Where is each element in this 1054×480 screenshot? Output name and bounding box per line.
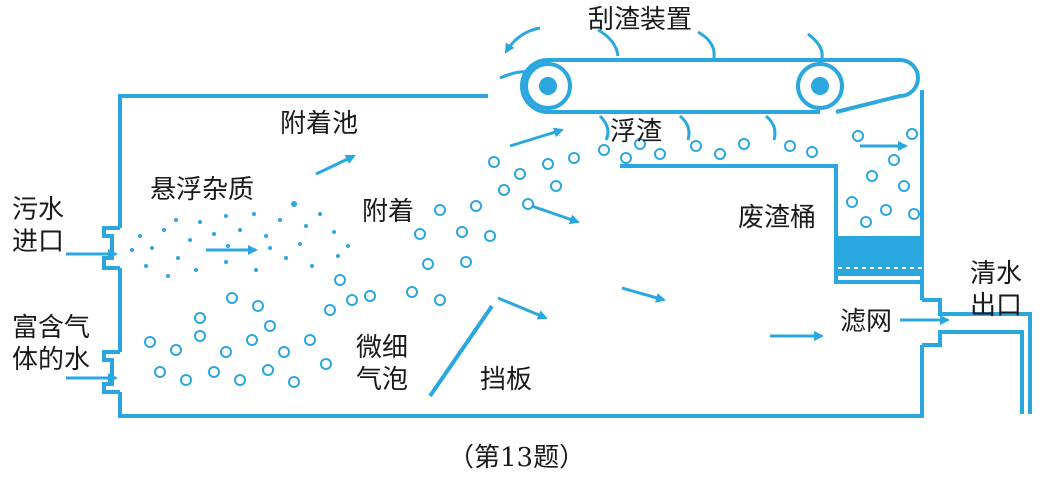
label-sewage-line2: 进口 [12, 227, 64, 257]
waste-bin-scum [846, 128, 920, 228]
label-outlet-line1: 清水 [970, 259, 1022, 289]
label-attach: 附着 [362, 197, 414, 227]
figure-caption: （第13题） [448, 443, 585, 473]
label-bubble-line2: 气泡 [356, 365, 408, 395]
flow-arrows [66, 127, 950, 383]
label-filter: 滤网 [840, 307, 892, 337]
baffle-plate [428, 304, 494, 398]
label-sewage-line1: 污水 [12, 195, 64, 225]
suspended-particles [130, 201, 350, 278]
filter-mesh [838, 236, 922, 276]
label-bubble-line1: 微细 [356, 333, 408, 363]
label-scraper: 刮渣装置 [588, 5, 692, 35]
label-gaswater-line2: 体的水 [12, 345, 90, 375]
label-gaswater-line1: 富含气 [12, 313, 90, 343]
label-waste-bin: 废渣桶 [738, 203, 816, 233]
float-scum [634, 138, 818, 160]
label-float: 浮渣 [610, 117, 662, 147]
label-suspended: 悬浮杂质 [150, 175, 254, 205]
label-baffle: 挡板 [480, 365, 532, 395]
label-tank: 附着池 [280, 109, 358, 139]
attached-bubbles [406, 144, 632, 306]
micro-bubbles [144, 274, 376, 388]
label-outlet-line2: 出口 [970, 291, 1022, 321]
scraper-conveyor [499, 26, 920, 141]
